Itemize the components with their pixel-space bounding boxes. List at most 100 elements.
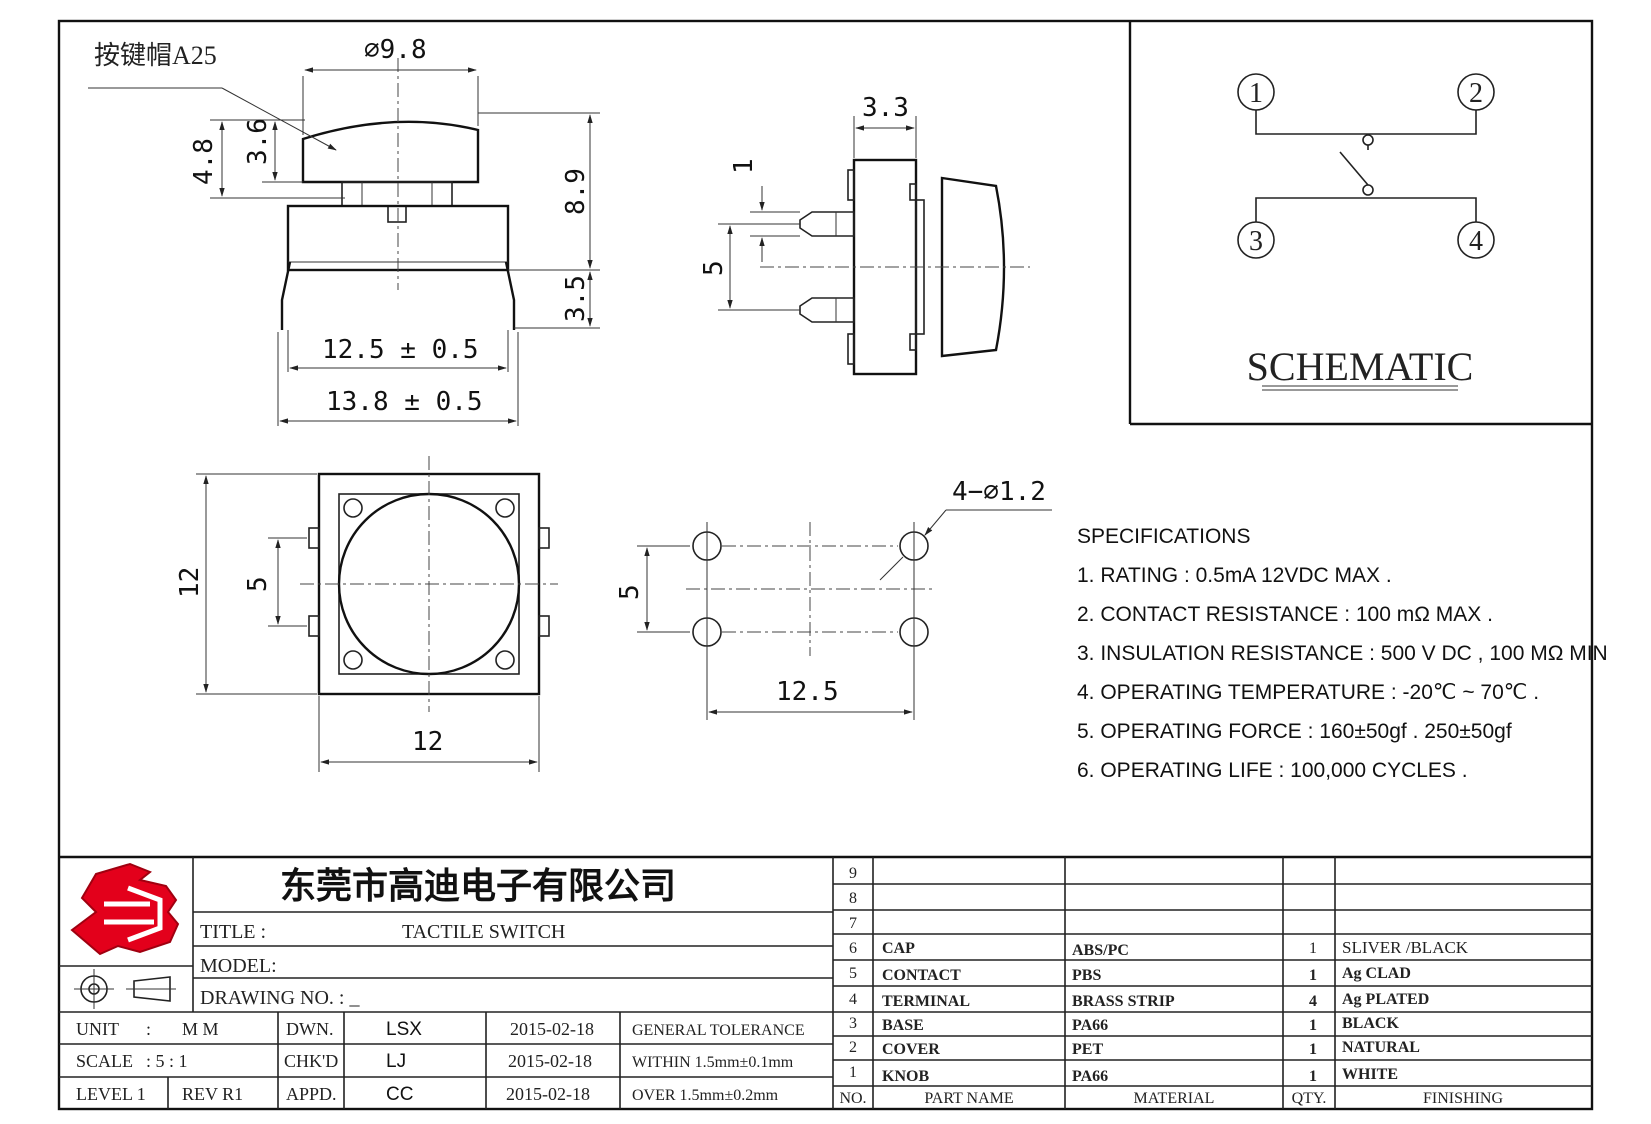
bom-table: 9 8 7 6 CAP ABS/PC 1 SLIVER /BLACK 5 CON…	[833, 857, 1592, 1109]
svg-text:9: 9	[849, 865, 857, 882]
svg-text:BASE: BASE	[882, 1017, 924, 1034]
appd-value: CC	[386, 1084, 413, 1105]
dwn-date: 2015-02-18	[510, 1019, 594, 1039]
dim-top-width: 12	[412, 727, 443, 757]
svg-text:NO.: NO.	[839, 1090, 866, 1107]
dim-total-height: 8.9	[561, 168, 591, 215]
svg-text:8: 8	[849, 890, 857, 907]
company-logo	[70, 862, 180, 956]
svg-text:NATURAL: NATURAL	[1342, 1039, 1420, 1056]
bom-row: 4 TERMINAL BRASS STRIP 4 Ag PLATED	[849, 991, 1429, 1010]
spec-heading: SPECIFICATIONS	[1077, 525, 1250, 548]
side-view: 3.3 1 5	[699, 93, 1030, 376]
svg-text:MATERIAL: MATERIAL	[1134, 1090, 1215, 1107]
bom-row: 6 CAP ABS/PC 1 SLIVER /BLACK	[849, 938, 1469, 959]
title-block: 东莞市高迪电子有限公司 TITLE : TACTILE SWITCH MODEL…	[59, 855, 1592, 1109]
svg-text:KNOB: KNOB	[882, 1068, 929, 1085]
dwn-label: DWN.	[286, 1019, 334, 1039]
svg-text:BRASS STRIP: BRASS STRIP	[1072, 993, 1175, 1010]
dim-top-height: 12	[175, 567, 205, 598]
svg-text:1: 1	[1309, 1068, 1317, 1085]
tolerance-heading: GENERAL TOLERANCE	[632, 1022, 805, 1039]
front-view: 按键帽A25 ⌀9.8 3.6 4.8 8.9 3.5 12.5 ± 0.5 1…	[88, 35, 600, 426]
dim-hole-size: 4−⌀1.2	[952, 477, 1046, 507]
stem	[341, 181, 453, 207]
dim-pin-span: 13.8 ± 0.5	[326, 387, 483, 417]
svg-text:Ag PLATED: Ag PLATED	[1342, 991, 1429, 1008]
dwn-value: LSX	[386, 1019, 422, 1040]
spec-item: 3. INSULATION RESISTANCE : 500 V DC , 10…	[1077, 642, 1608, 665]
svg-text:1: 1	[1309, 967, 1317, 984]
title-label: TITLE :	[200, 921, 266, 943]
chk-date: 2015-02-18	[508, 1051, 592, 1071]
drawing-no-label: DRAWING NO. : _	[200, 987, 360, 1009]
appd-date: 2015-02-18	[506, 1084, 590, 1104]
dim-body-depth: 3.3	[862, 93, 909, 123]
title-value: TACTILE SWITCH	[402, 921, 565, 943]
svg-text:2: 2	[849, 1039, 857, 1056]
svg-text:1: 1	[1309, 940, 1317, 957]
pin-2-label: 2	[1469, 78, 1483, 109]
svg-text:CAP: CAP	[882, 940, 915, 957]
svg-text:4: 4	[849, 991, 857, 1008]
sheet-border	[57, 19, 1594, 1111]
spec-item: 1. RATING : 0.5mA 12VDC MAX .	[1077, 564, 1392, 587]
dim-lead-pitch: 5	[243, 576, 273, 592]
svg-text:PA66: PA66	[1072, 1068, 1108, 1085]
schematic-panel: 1 2 3 4 SCHEMATIC	[1128, 21, 1592, 426]
svg-text:4: 4	[1309, 993, 1317, 1010]
svg-text:TERMINAL: TERMINAL	[882, 993, 970, 1010]
bom-row: 8	[849, 890, 857, 907]
svg-text:FINISHING: FINISHING	[1423, 1090, 1503, 1107]
left-leg	[280, 261, 292, 330]
switch-blade	[1339, 151, 1369, 186]
dim-cap-diameter: ⌀9.8	[364, 35, 427, 65]
top-contact-line	[1255, 110, 1477, 135]
dim-pin-pitch: 5	[699, 260, 729, 276]
specifications: SPECIFICATIONS 1. RATING : 0.5mA 12VDC M…	[1077, 525, 1608, 782]
chk-value: LJ	[386, 1051, 406, 1072]
dim-footprint-pitch-y: 5	[615, 584, 645, 600]
svg-text:3: 3	[849, 1015, 857, 1032]
side-pin-top	[799, 211, 855, 237]
side-pin-bottom	[799, 297, 855, 323]
level-label: LEVEL 1	[76, 1084, 146, 1104]
pcb-footprint: 5 12.5 4−⌀1.2	[615, 477, 1052, 720]
unit-colon: :	[146, 1019, 151, 1039]
svg-text:COVER: COVER	[882, 1041, 940, 1058]
svg-text:SLIVER /BLACK: SLIVER /BLACK	[1342, 938, 1469, 957]
bom-row: 5 CONTACT PBS 1 Ag CLAD	[849, 965, 1411, 984]
svg-text:6: 6	[849, 940, 857, 957]
svg-text:PART NAME: PART NAME	[924, 1090, 1013, 1107]
dim-overall-top: 4.8	[189, 138, 219, 185]
svg-text:CONTACT: CONTACT	[882, 967, 961, 984]
pin-3-label: 3	[1249, 226, 1263, 257]
bom-row: 2 COVER PET 1 NATURAL	[849, 1039, 1420, 1058]
bom-row: 3 BASE PA66 1 BLACK	[849, 1015, 1399, 1034]
right-leg	[504, 261, 516, 330]
appd-label: APPD.	[286, 1084, 337, 1104]
dim-pin-tip: 1	[729, 158, 759, 174]
svg-text:1: 1	[1309, 1041, 1317, 1058]
dim-cap-height: 3.6	[243, 118, 273, 165]
pin-1-label: 1	[1249, 78, 1263, 109]
spec-item: 4. OPERATING TEMPERATURE : -20℃ ~ 70℃ .	[1077, 681, 1539, 704]
svg-text:Ag CLAD: Ag CLAD	[1342, 965, 1411, 982]
svg-text:ABS/PC: ABS/PC	[1072, 942, 1129, 959]
svg-text:PA66: PA66	[1072, 1017, 1108, 1034]
projection-symbol-icon	[74, 969, 176, 1009]
keycap-outline	[301, 120, 480, 184]
model-label: MODEL:	[200, 955, 277, 977]
spec-item: 2. CONTACT RESISTANCE : 100 mΩ MAX .	[1077, 603, 1493, 626]
spec-item: 6. OPERATING LIFE : 100,000 CYCLES .	[1077, 759, 1468, 782]
chk-label: CHK'D	[284, 1051, 338, 1071]
bom-row: 1 KNOB PA66 1 WHITE	[849, 1064, 1398, 1085]
scale-value: : 5 : 1	[146, 1051, 188, 1071]
pin-4-label: 4	[1469, 226, 1483, 257]
bom-row: 9	[849, 865, 857, 882]
rev-label: REV R1	[182, 1084, 243, 1104]
scale-label: SCALE	[76, 1051, 133, 1071]
tolerance-over: OVER 1.5mm±0.2mm	[632, 1087, 779, 1104]
svg-text:7: 7	[849, 915, 857, 932]
